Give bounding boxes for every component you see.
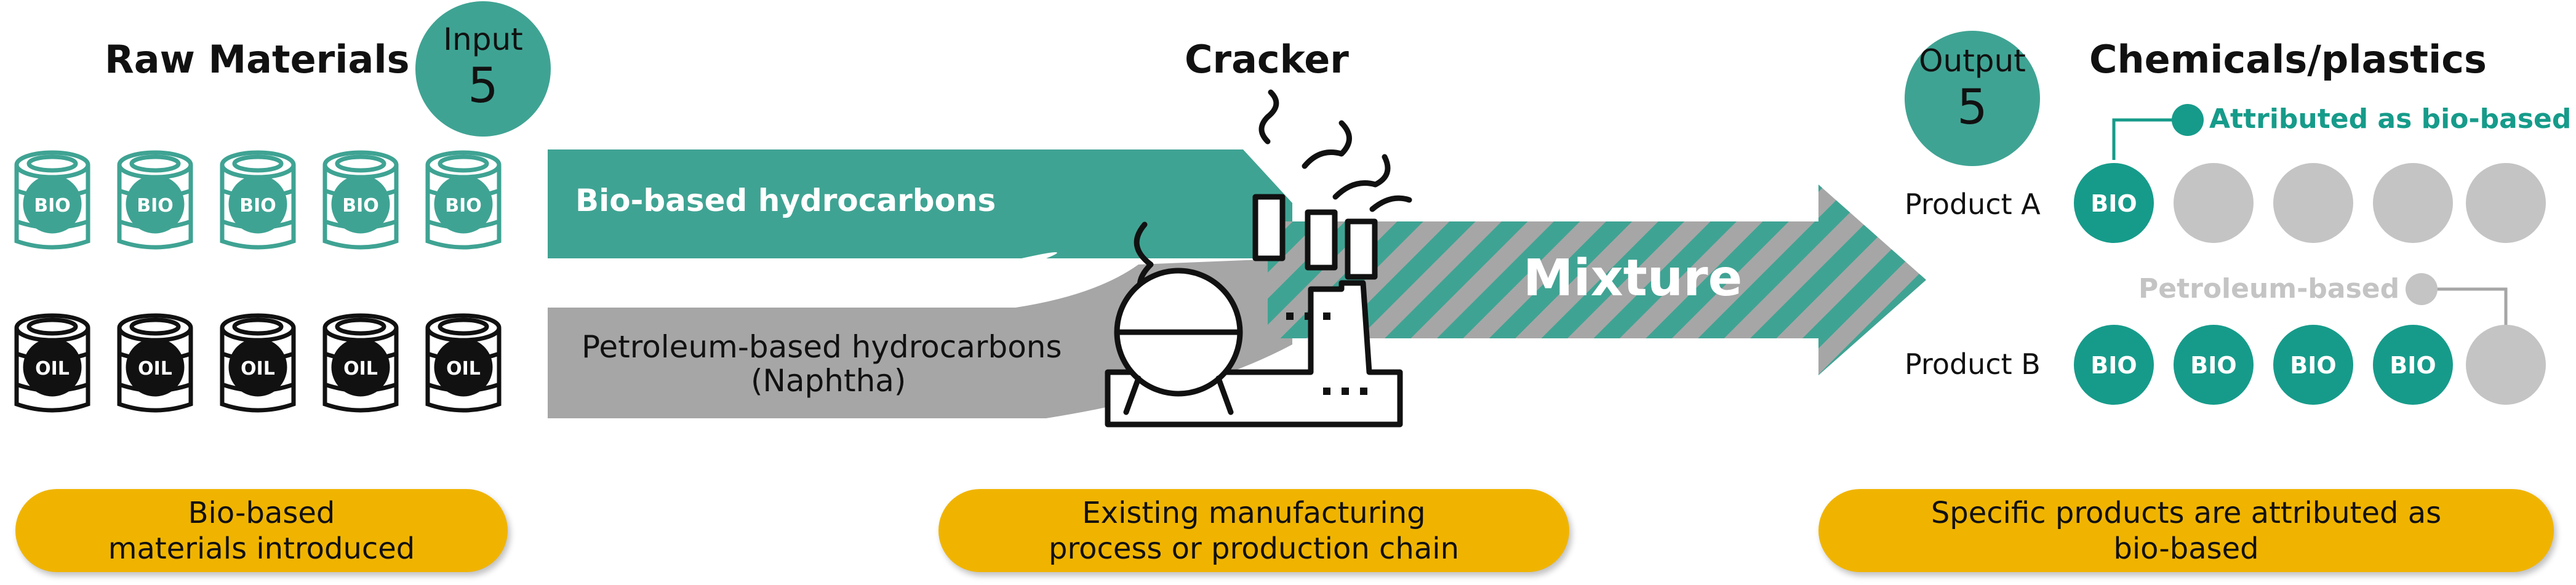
bio-product-ball — [2273, 325, 2353, 405]
input-badge-value: 5 — [468, 58, 498, 114]
petroleum-product-ball — [2466, 325, 2546, 405]
petroleum-product-ball — [2373, 163, 2453, 243]
petroleum-label: Petroleum-based — [2138, 273, 2400, 304]
oil-drum: OIL — [17, 316, 88, 410]
output-note: Specific products are attributed as bio-… — [1818, 489, 2554, 572]
product-ball-label: BIO — [2090, 190, 2137, 217]
mixture-label: Mixture — [1523, 249, 1743, 308]
factory-icon — [1105, 89, 1412, 428]
oil-drum-label: OIL — [138, 358, 172, 380]
bio-drum-label: BIO — [239, 195, 276, 217]
chemicals-title: Chemicals/plastics — [2089, 37, 2487, 82]
bio-drum: BIO — [119, 153, 191, 247]
output-badge-value: 5 — [1957, 80, 1988, 135]
bio-flow-band — [548, 149, 1292, 258]
attributed-connector — [2112, 118, 2188, 160]
cracker-note: Existing manufacturing process or produc… — [938, 489, 1569, 572]
attributed-label: Attributed as bio-based — [2209, 103, 2572, 135]
petroleum-dot — [2406, 273, 2438, 305]
oil-drum: OIL — [119, 316, 191, 410]
output-badge-label: Output — [1919, 43, 2026, 79]
bio-drum-label: BIO — [445, 195, 482, 217]
petroleum-flow-sublabel: (Naphtha) — [751, 363, 906, 399]
product-a-balls: BIO — [2074, 163, 2546, 243]
product-ball-label: BIO — [2290, 352, 2336, 379]
product-ball-label: BIO — [2090, 352, 2137, 379]
bio-drum: BIO — [222, 153, 294, 247]
raw-materials-title: Raw Materials — [105, 37, 410, 82]
product-ball-label: BIO — [2390, 352, 2436, 379]
oil-drum: OIL — [428, 316, 499, 410]
bio-drum: BIO — [325, 153, 396, 247]
bio-flow-label: Bio-based hydrocarbons — [575, 183, 996, 218]
cracker-title: Cracker — [1185, 37, 1349, 82]
petroleum-product-ball — [2466, 163, 2546, 243]
petroleum-product-ball — [2174, 163, 2254, 243]
product-b-balls: BIO BIO BIO BIO — [2074, 325, 2546, 405]
oil-drum: OIL — [325, 316, 396, 410]
oil-drum-label: OIL — [446, 358, 481, 380]
input-badge-label: Input — [443, 22, 523, 57]
oil-drum-label: OIL — [343, 358, 378, 380]
bio-drum-row: BIO BIO BIO BIO BIO — [17, 153, 499, 247]
mixture-arrow — [1268, 185, 1926, 375]
input-badge — [415, 1, 551, 137]
oil-drum: OIL — [222, 316, 294, 410]
bio-drum: BIO — [428, 153, 499, 247]
bio-product-ball — [2074, 163, 2154, 243]
petroleum-flow-label: Petroleum-based hydrocarbons — [582, 329, 1062, 365]
bio-drum-label: BIO — [34, 195, 71, 217]
petroleum-connector — [2422, 287, 2508, 335]
oil-drum-label: OIL — [241, 358, 275, 380]
product-ball-label: BIO — [2190, 352, 2236, 379]
oil-drum-row: OIL OIL OIL OIL OIL — [17, 316, 499, 410]
output-badge — [1905, 31, 2040, 166]
oil-drum-label: OIL — [35, 358, 70, 380]
bio-drum: BIO — [17, 153, 88, 247]
product-a-label: Product A — [1905, 188, 2041, 221]
bio-product-ball — [2074, 325, 2154, 405]
raw-materials-note: Bio-based materials introduced — [15, 489, 508, 572]
product-b-label: Product B — [1905, 348, 2041, 381]
bio-product-ball — [2174, 325, 2254, 405]
bio-product-ball — [2373, 325, 2453, 405]
bio-drum-label: BIO — [342, 195, 379, 217]
attributed-dot — [2172, 104, 2204, 136]
petroleum-product-ball — [2273, 163, 2353, 243]
bio-drum-label: BIO — [137, 195, 174, 217]
